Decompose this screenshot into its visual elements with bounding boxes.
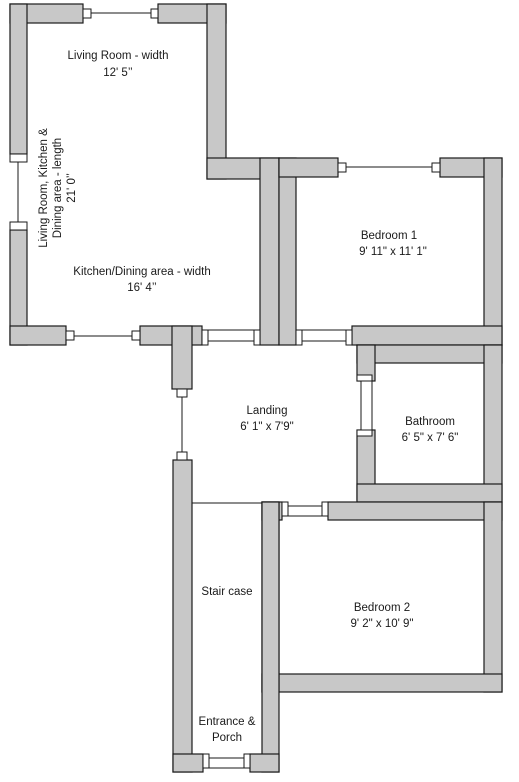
door-kitchen-landing-jamb-l	[201, 329, 209, 346]
length-label-line2: Dining area - length	[52, 138, 64, 238]
window-bedroom1-top-jamb-l	[337, 162, 347, 173]
wall-living-left-upper	[9, 3, 28, 155]
wall-kitchen-bottom-left	[9, 325, 67, 346]
window-kitchen-bottom-jamb-r	[131, 330, 141, 341]
wall-bedroom1-right	[483, 157, 503, 346]
wall-stair-left	[172, 459, 193, 773]
windows	[9, 8, 441, 461]
wall-stair-right	[261, 501, 280, 773]
entrance-label-line1: Entrance &	[199, 716, 256, 728]
length-label-line1: Living Room, Kitchen &	[38, 128, 50, 248]
living-room-size: 12' 5’’	[103, 67, 132, 79]
wall-bedroom2-bottom	[261, 673, 503, 693]
door-bedroom2	[281, 505, 329, 517]
door-entrance-jamb-l	[202, 753, 210, 769]
length-size: 21' 0’’	[66, 173, 78, 202]
length-label-group: Living Room, Kitchen & Dining area - len…	[38, 128, 78, 248]
wall-entrance-bottom-right	[249, 753, 280, 773]
landing-size: 6' 1" x 7'9"	[240, 421, 293, 433]
door-bathroom-jamb-t	[356, 374, 373, 382]
window-living-left-jamb-b	[9, 221, 28, 231]
wall-bathroom-bottom	[356, 483, 503, 503]
window-kitchen-bottom-jamb-l	[65, 330, 75, 341]
door-bedroom1-jamb-r	[345, 329, 353, 346]
door-bedroom2-jamb-l	[281, 501, 289, 517]
door-bedroom1-jamb-l	[295, 329, 303, 346]
wall-bathroom-outer-top	[356, 344, 503, 364]
wall-central-b	[278, 157, 297, 346]
door-bathroom-jamb-b	[356, 429, 373, 437]
landing-label: Landing	[247, 405, 288, 417]
wall-bedroom1-bottom	[351, 325, 503, 346]
door-bedroom2-jamb-r	[321, 501, 329, 517]
wall-entrance-bottom-left	[172, 753, 204, 773]
door-kitchen-landing	[201, 329, 261, 342]
bedroom1-size: 9' 11" x 11' 1"	[359, 246, 427, 258]
walls	[9, 3, 503, 773]
staircase-label: Stair case	[201, 586, 252, 598]
bathroom-size: 6' 5" x 7' 6"	[402, 432, 459, 444]
kitchen-size: 16' 4’’	[127, 282, 156, 294]
window-bedroom1-top-jamb-r	[431, 162, 441, 173]
window-living-left-jamb-t	[9, 153, 28, 163]
bedroom2-size: 9' 2" x 10' 9"	[350, 618, 413, 630]
labels: Living Room - width 12' 5’’ Living Room,…	[38, 50, 458, 744]
wall-bedroom1-top-left	[278, 157, 339, 178]
door-bedroom1	[295, 329, 353, 342]
bedroom1-label: Bedroom 1	[361, 230, 417, 242]
window-landing-left-jamb-b	[176, 451, 188, 461]
window-landing-left-jamb-t	[176, 388, 188, 398]
living-room-label: Living Room - width	[68, 50, 169, 62]
door-kitchen-landing-jamb-r	[253, 329, 261, 346]
wall-bedroom2-right	[483, 501, 503, 693]
door-entrance	[202, 757, 251, 769]
window-living-top-jamb-l	[82, 8, 92, 19]
door-bathroom	[360, 380, 373, 431]
wall-central-a	[259, 157, 280, 346]
wall-kitchen-stub	[171, 325, 193, 390]
wall-bathroom-right	[483, 344, 503, 501]
bedroom2-label: Bedroom 2	[354, 602, 410, 614]
doors	[192, 329, 373, 769]
wall-kitchen-bottom-right	[139, 325, 203, 346]
wall-living-right	[206, 3, 227, 180]
kitchen-label: Kitchen/Dining area - width	[73, 266, 210, 278]
entrance-label-line2: Porch	[212, 732, 242, 744]
door-entrance-jamb-r	[243, 753, 251, 769]
wall-bedroom2-top-right	[327, 501, 503, 521]
bathroom-label: Bathroom	[405, 416, 455, 428]
window-living-top-jamb-r	[150, 8, 159, 19]
